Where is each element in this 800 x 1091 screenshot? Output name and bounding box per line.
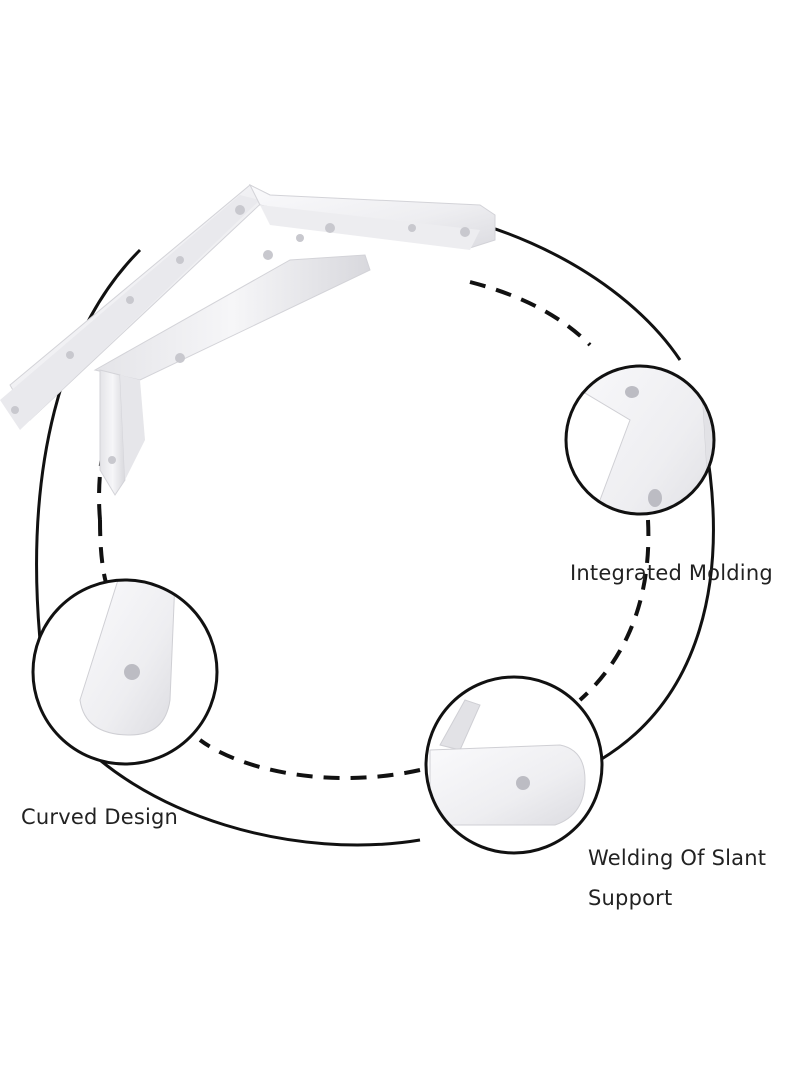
detail-curved-design	[31, 578, 219, 766]
shelf-bracket-image	[0, 183, 496, 496]
label-integrated-molding: Integrated Molding	[570, 561, 773, 585]
label-welding-line2: Support	[588, 886, 673, 910]
detail-integrated-molding	[564, 364, 716, 516]
detail-welding-slant-support	[424, 675, 604, 855]
label-curved-design: Curved Design	[21, 805, 179, 829]
label-welding-line1: Welding Of Slant	[588, 846, 767, 870]
outer-arc	[35, 201, 715, 847]
